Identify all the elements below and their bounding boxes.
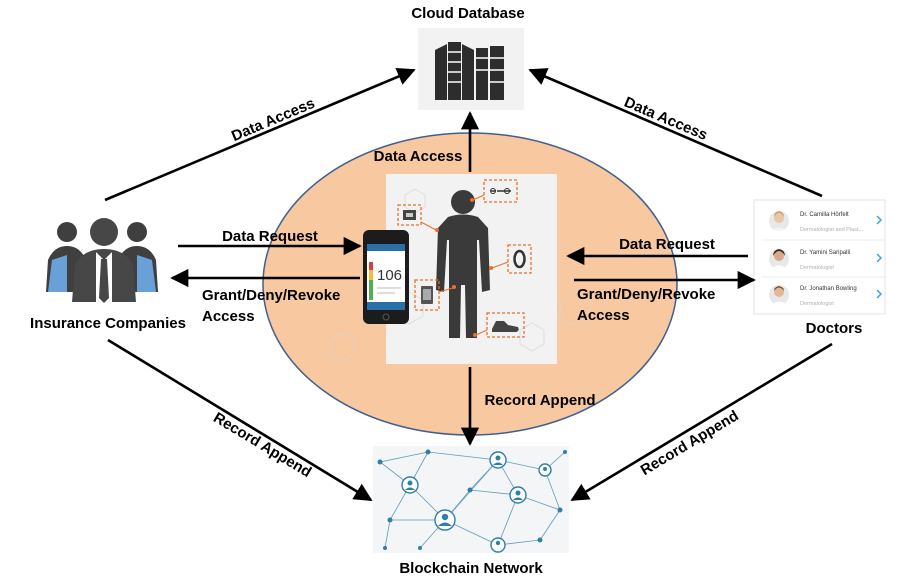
wristband-sensor-icon	[489, 244, 532, 274]
blockchain-network-icon	[373, 446, 569, 553]
doctor-item[interactable]: Dr. Jonathan Bowling Dermatologist	[769, 285, 883, 307]
arrow-insurance-record-append	[107, 338, 373, 502]
edge-label-patient-record-append: Record Append	[484, 392, 595, 409]
shoe-sensor-icon	[473, 312, 525, 338]
doctor-name: Dr. Yamini Saripalli	[800, 250, 850, 256]
edge-label-patient-data-access: Data Access	[374, 148, 463, 165]
edge-label-doctors-data-request: Data Request	[619, 236, 715, 253]
doctors-label: Doctors	[806, 320, 863, 337]
patient-figure-icon	[436, 190, 490, 338]
arrows	[104, 67, 833, 502]
doctor-name: Dr. Camilla Hörfelt	[800, 212, 849, 218]
doctor-avatar	[769, 211, 789, 231]
insurance-companies-label: Insurance Companies	[30, 315, 186, 332]
phone-reading: 106	[377, 267, 402, 284]
doctor-avatar	[769, 249, 789, 269]
edge-label-insurance-data-request: Data Request	[222, 228, 318, 245]
arrow-doctors-record-append	[570, 342, 833, 502]
edge-label-insurance-record-append: Record Append	[210, 409, 314, 481]
ellipse-hex-pattern	[329, 290, 591, 362]
device-sensor-icon	[414, 279, 456, 311]
blockchain-network-label: Blockchain Network	[399, 560, 543, 577]
doctors-list-card: Dr. Camilla Hörfelt Dermatologist and Pl…	[753, 199, 886, 315]
cloud-database-icon	[418, 28, 524, 110]
doctor-item[interactable]: Dr. Camilla Hörfelt Dermatologist and Pl…	[769, 211, 883, 233]
doctor-specialty: Dermatologist and Plast...	[800, 227, 863, 233]
edge-label-doctors-grant: Grant/Deny/Revoke	[577, 286, 715, 303]
cloud-database-label: Cloud Database	[411, 5, 524, 22]
smartphone-icon: 106	[363, 230, 409, 324]
doctor-avatar	[769, 286, 789, 305]
chest-sensor-icon	[397, 204, 439, 232]
sensor-callouts	[397, 179, 532, 338]
doctor-item[interactable]: Dr. Yamini Saripalli Dermatologist	[769, 249, 883, 271]
glasses-sensor-icon	[470, 179, 518, 203]
edge-label-insurance-data-access: Data Access	[229, 95, 317, 145]
doctor-specialty: Dermatologist	[800, 265, 834, 271]
edge-label-insurance-access: Access	[202, 308, 255, 325]
doctor-name: Dr. Jonathan Bowling	[800, 286, 857, 292]
edge-label-doctors-record-append: Record Append	[638, 407, 742, 479]
edge-label-doctors-data-access: Data Access	[622, 94, 710, 144]
arrow-doctors-to-cloud	[528, 68, 823, 198]
doctor-specialty: Dermatologist	[800, 301, 834, 307]
edge-label-insurance-grant: Grant/Deny/Revoke	[202, 287, 340, 304]
edge-label-doctors-access: Access	[577, 307, 630, 324]
chevron-right-icon[interactable]	[876, 215, 883, 225]
arrow-insurance-to-cloud	[104, 67, 416, 202]
insurance-companies-icon	[46, 218, 158, 303]
chevron-right-icon[interactable]	[876, 289, 883, 299]
chevron-right-icon[interactable]	[876, 253, 883, 263]
